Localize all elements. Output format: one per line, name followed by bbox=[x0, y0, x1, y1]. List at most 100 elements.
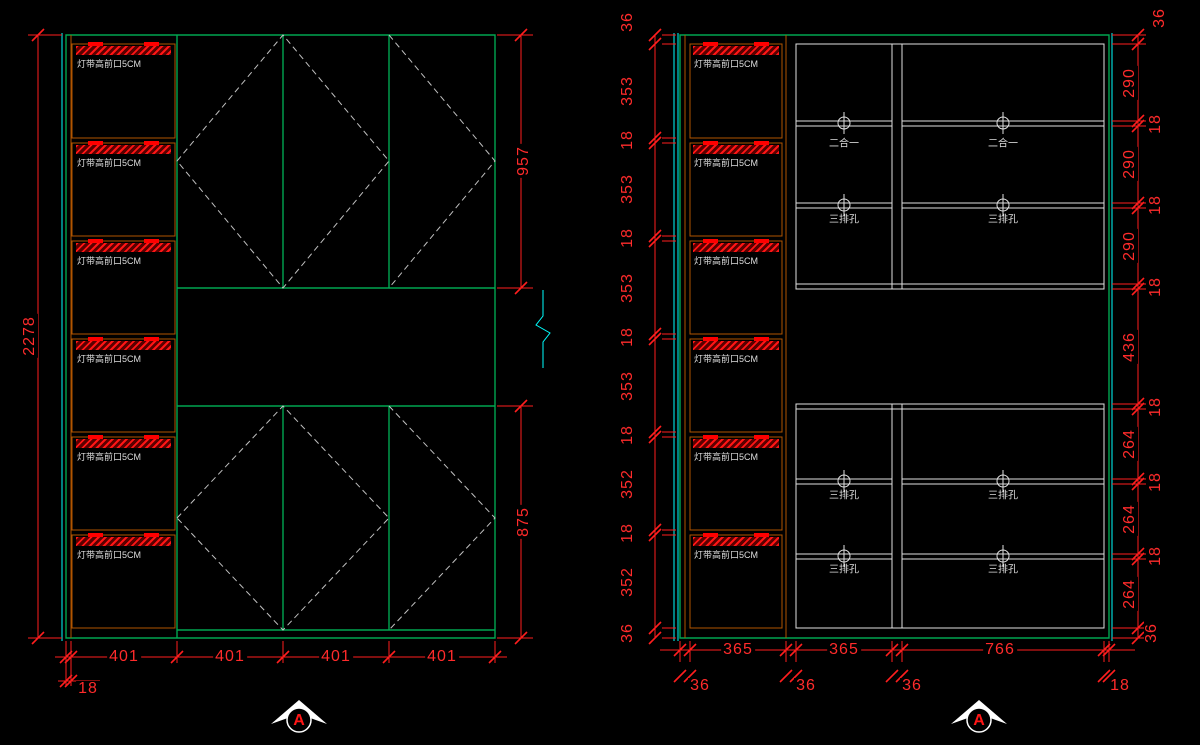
dim-upper-height: 957 bbox=[515, 144, 532, 178]
left-dimension-lines bbox=[28, 28, 533, 688]
dim-right-chain: 264 bbox=[1121, 427, 1138, 461]
right-dimension-lines bbox=[648, 28, 1146, 683]
led-cap bbox=[144, 337, 159, 341]
led-strip bbox=[76, 42, 171, 55]
dim-left-chain: 18 bbox=[619, 325, 636, 349]
led-strip-label: 灯带高前口5CM bbox=[694, 256, 759, 266]
led-cap bbox=[88, 533, 103, 537]
led-strip bbox=[693, 533, 779, 546]
dim-right-chain: 36 bbox=[1151, 6, 1168, 30]
led-strip-label: 灯带高前口5CM bbox=[694, 59, 759, 69]
led-strip bbox=[76, 337, 171, 350]
dim-right-chain: 36 bbox=[1143, 621, 1160, 645]
led-strip bbox=[76, 141, 171, 154]
led-cap bbox=[144, 533, 159, 537]
dim-right-chain: 18 bbox=[1147, 470, 1164, 494]
dim-bay-width: 766 bbox=[983, 641, 1017, 658]
dim-panel-thickness: 36 bbox=[688, 677, 712, 694]
section-marker-letter: A bbox=[973, 712, 985, 729]
led-strip-label: 灯带高前口5CM bbox=[77, 158, 142, 168]
hole-label: 三排孔 bbox=[829, 564, 859, 576]
led-strip-label: 灯带高前口5CM bbox=[77, 354, 142, 364]
led-strip bbox=[693, 141, 779, 154]
dim-right-chain: 264 bbox=[1121, 577, 1138, 611]
dim-left-chain: 352 bbox=[619, 467, 636, 501]
hole-label: 三排孔 bbox=[829, 490, 859, 502]
dim-panel-thickness: 18 bbox=[1108, 677, 1132, 694]
dim-left-chain: 353 bbox=[619, 74, 636, 108]
left-wall-lines bbox=[61, 33, 551, 641]
led-strip-label: 灯带高前口5CM bbox=[77, 550, 142, 560]
dim-right-chain: 18 bbox=[1147, 275, 1164, 299]
dim-left-chain: 18 bbox=[619, 521, 636, 545]
led-cap bbox=[144, 42, 159, 46]
led-cap bbox=[703, 239, 718, 243]
section-marker-a-left-icon bbox=[271, 700, 327, 733]
led-strip bbox=[693, 239, 779, 252]
dim-bay-width: 401 bbox=[107, 648, 141, 665]
hole-label: 三排孔 bbox=[829, 214, 859, 226]
led-strip-label: 灯带高前口5CM bbox=[694, 158, 759, 168]
dim-left-chain: 18 bbox=[619, 423, 636, 447]
led-cap bbox=[703, 337, 718, 341]
dim-bay-width: 365 bbox=[721, 641, 755, 658]
dim-left-chain: 353 bbox=[619, 271, 636, 305]
led-strip bbox=[76, 533, 171, 546]
dim-right-chain: 290 bbox=[1121, 147, 1138, 181]
dim-panel-thickness: 18 bbox=[76, 680, 100, 697]
led-cap bbox=[703, 435, 718, 439]
led-strip bbox=[76, 435, 171, 448]
led-cap bbox=[144, 435, 159, 439]
hole-label: 二合一 bbox=[829, 138, 859, 150]
led-cap bbox=[144, 141, 159, 145]
dim-right-chain: 18 bbox=[1147, 193, 1164, 217]
led-cap bbox=[88, 42, 103, 46]
led-cap bbox=[754, 435, 769, 439]
dim-right-chain: 18 bbox=[1147, 395, 1164, 419]
led-strip bbox=[693, 42, 779, 55]
section-marker-letter: A bbox=[293, 712, 305, 729]
hole-label: 二合一 bbox=[988, 138, 1018, 150]
dim-total-height: 2278 bbox=[21, 314, 38, 358]
dim-left-chain: 36 bbox=[619, 10, 636, 34]
right-wall-lines bbox=[673, 33, 1113, 641]
dim-left-chain: 352 bbox=[619, 565, 636, 599]
hole-label: 三排孔 bbox=[988, 214, 1018, 226]
right-cabinet-cells bbox=[684, 35, 787, 638]
dim-right-chain: 290 bbox=[1121, 229, 1138, 263]
dim-panel-thickness: 36 bbox=[900, 677, 924, 694]
dim-left-chain: 18 bbox=[619, 226, 636, 250]
dim-left-chain: 36 bbox=[619, 621, 636, 645]
left-cabinet-cells bbox=[70, 35, 176, 638]
dim-panel-thickness: 36 bbox=[794, 677, 818, 694]
led-cap bbox=[703, 533, 718, 537]
led-cap bbox=[754, 239, 769, 243]
hole-label: 三排孔 bbox=[988, 490, 1018, 502]
led-cap bbox=[754, 337, 769, 341]
led-strip bbox=[693, 435, 779, 448]
led-strip bbox=[76, 239, 171, 252]
hole-label: 三排孔 bbox=[988, 564, 1018, 576]
led-cap bbox=[754, 141, 769, 145]
section-marker-a-right-icon bbox=[951, 700, 1007, 733]
dim-right-chain: 18 bbox=[1147, 544, 1164, 568]
dim-right-chain: 290 bbox=[1121, 66, 1138, 100]
led-cap bbox=[88, 239, 103, 243]
right-internal-structure bbox=[795, 43, 1105, 629]
dim-lower-height: 875 bbox=[515, 505, 532, 539]
dim-left-chain: 353 bbox=[619, 172, 636, 206]
led-cap bbox=[754, 42, 769, 46]
led-strip-label: 灯带高前口5CM bbox=[77, 256, 142, 266]
dim-bay-width: 365 bbox=[827, 641, 861, 658]
led-strip bbox=[693, 337, 779, 350]
led-strip-label: 灯带高前口5CM bbox=[694, 452, 759, 462]
led-strip-label: 灯带高前口5CM bbox=[694, 354, 759, 364]
led-cap bbox=[88, 435, 103, 439]
led-cap bbox=[703, 42, 718, 46]
dim-right-chain: 436 bbox=[1121, 330, 1138, 364]
dim-bay-width: 401 bbox=[425, 648, 459, 665]
dim-right-chain: 264 bbox=[1121, 502, 1138, 536]
dim-left-chain: 18 bbox=[619, 128, 636, 152]
